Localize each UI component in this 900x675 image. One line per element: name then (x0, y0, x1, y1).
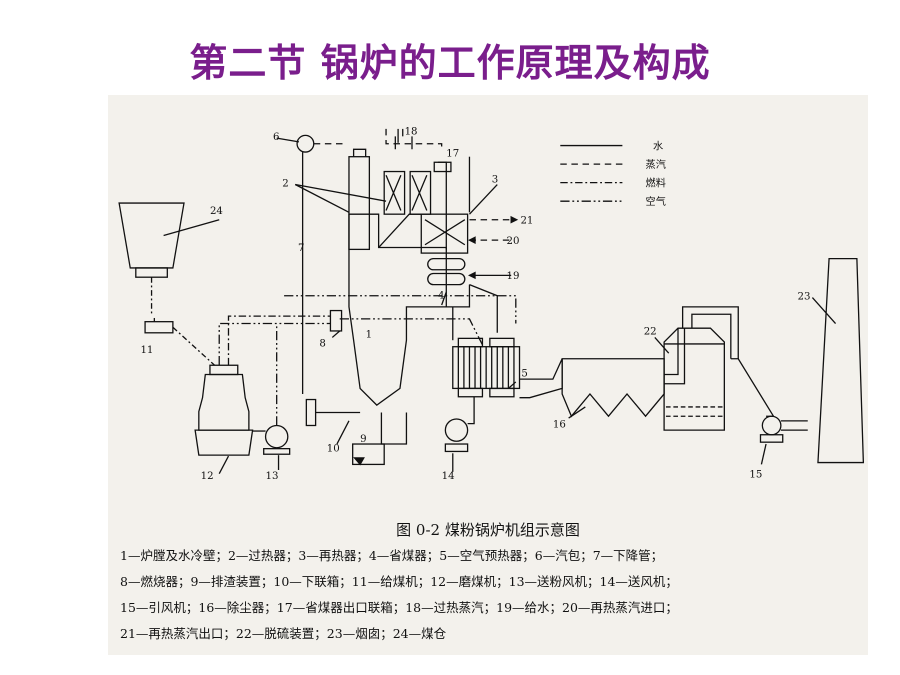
label-23: 23 (798, 291, 811, 302)
label-20: 20 (507, 236, 520, 247)
label-9: 9 (360, 434, 366, 445)
label-5: 5 (521, 368, 527, 379)
label-22: 22 (644, 327, 657, 338)
label-11: 11 (140, 345, 153, 356)
label-10: 10 (327, 443, 340, 454)
label-7: 7 (298, 243, 304, 254)
legend-fuel-text: 燃料 (646, 176, 666, 189)
label-13: 13 (266, 471, 279, 482)
coal-bunker-outlet (135, 267, 168, 278)
label-19: 19 (507, 271, 520, 282)
superheater-platen (348, 156, 371, 251)
caption-line-4: 21—再热蒸汽出口；22—脱硫装置；23—烟囱；24—煤仓 (120, 626, 447, 641)
coal-feeder (144, 321, 174, 334)
furnace-body (348, 213, 447, 406)
label-15: 15 (749, 469, 762, 480)
steam-drum (296, 134, 315, 153)
powder-fan (264, 424, 289, 449)
label-21: 21 (520, 215, 533, 226)
label-16: 16 (553, 419, 566, 430)
slide-title: 第二节 锅炉的工作原理及构成 (189, 41, 711, 85)
boiler-diagram: 1 2 3 4 5 6 7 8 9 10 11 12 13 14 15 16 1… (118, 126, 865, 482)
desulfurization-unit (663, 327, 725, 431)
economizer-coils (427, 258, 466, 271)
burner (329, 309, 343, 332)
label-24: 24 (210, 206, 223, 217)
caption-line-1: 1—炉膛及水冷壁；2—过热器；3—再热器；4—省煤器；5—空气预热器；6—汽包；… (120, 548, 664, 563)
label-17: 17 (446, 149, 459, 160)
label-2: 2 (282, 178, 288, 189)
chimney (817, 258, 865, 464)
figure-caption-title: 图 0-2 煤粉锅炉机组示意图 (396, 521, 580, 539)
lower-header (305, 398, 317, 427)
forced-draft-fan (444, 418, 469, 442)
coal-mill-top (209, 364, 239, 376)
dust-collector (561, 358, 665, 418)
slag-remover (352, 443, 385, 466)
coal-mill-body (198, 373, 250, 431)
economizer-outlet-header (433, 161, 452, 173)
label-8: 8 (319, 339, 325, 350)
induced-draft-fan (761, 415, 782, 436)
legend-air-text: 空气 (646, 195, 666, 208)
label-1: 1 (366, 329, 372, 340)
legend-water-text: 水 (653, 140, 663, 152)
caption-line-3: 15—引风机；16—除尘器；17—省煤器出口联箱；18—过热蒸汽；19—给水；2… (120, 600, 678, 615)
label-3: 3 (492, 175, 498, 186)
label-14: 14 (442, 471, 455, 482)
coal-bunker (118, 202, 185, 269)
coal-mill-base (194, 429, 254, 456)
caption-line-2: 8—燃烧器；9—排渣装置；10—下联箱；11—给煤机；12—磨煤机；13—送粉风… (120, 574, 678, 589)
label-12: 12 (201, 471, 214, 482)
boiler-diagram-figure: 1 2 3 4 5 6 7 8 9 10 11 12 13 14 15 16 1… (108, 95, 868, 655)
label-6: 6 (273, 132, 279, 143)
reheater-bank (420, 213, 469, 254)
legend-steam-text: 蒸汽 (646, 158, 666, 171)
label-4: 4 (438, 291, 444, 302)
label-18: 18 (405, 126, 418, 137)
